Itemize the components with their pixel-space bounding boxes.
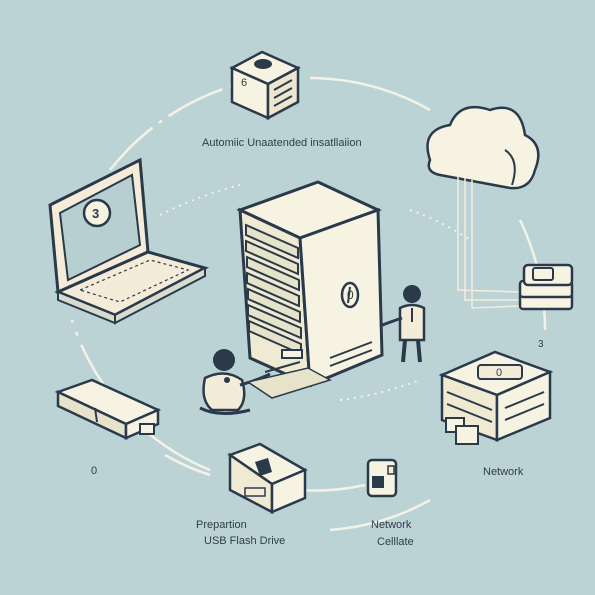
label-automatic-installation: Automiic Unaatended insatllaiion bbox=[202, 137, 362, 149]
label-usb-flash-drive: USB Flash Drive bbox=[204, 535, 286, 547]
installer-box-badge: 6 bbox=[241, 77, 248, 89]
disk-badge: 3 bbox=[538, 339, 544, 350]
label-network-right: Network bbox=[483, 466, 524, 478]
dotted-link bbox=[159, 184, 241, 216]
label-cellate: Celllate bbox=[377, 536, 414, 548]
label-preparation: Prepartion bbox=[196, 519, 247, 531]
cycle-arc bbox=[329, 498, 431, 532]
cycle-arc bbox=[164, 453, 211, 477]
network-router-icon bbox=[438, 350, 554, 445]
installer-box-icon bbox=[229, 50, 301, 121]
laptop-icon bbox=[48, 157, 210, 325]
cloud-icon bbox=[426, 105, 540, 190]
cycle-arc bbox=[309, 76, 431, 112]
flash-drive-icon bbox=[227, 442, 308, 515]
operator-person-icon bbox=[199, 349, 271, 415]
laptop-badge: 3 bbox=[92, 206, 100, 221]
disk-stack-icon bbox=[518, 263, 574, 311]
dotted-link bbox=[409, 209, 471, 241]
cloud-cables bbox=[457, 175, 521, 309]
technician-person-icon bbox=[379, 285, 426, 363]
cycle-arc bbox=[109, 78, 256, 171]
usb-stick-icon bbox=[54, 378, 162, 440]
label-network-bottom: Network bbox=[371, 519, 412, 531]
network-adapter-icon bbox=[366, 458, 398, 498]
router-badge: 0 bbox=[496, 367, 503, 379]
dotted-link bbox=[339, 379, 421, 401]
usb-badge: 0 bbox=[91, 465, 98, 477]
server-badge: 0 bbox=[347, 288, 354, 302]
server-tower-icon bbox=[236, 180, 384, 388]
floor-mat bbox=[246, 367, 332, 399]
